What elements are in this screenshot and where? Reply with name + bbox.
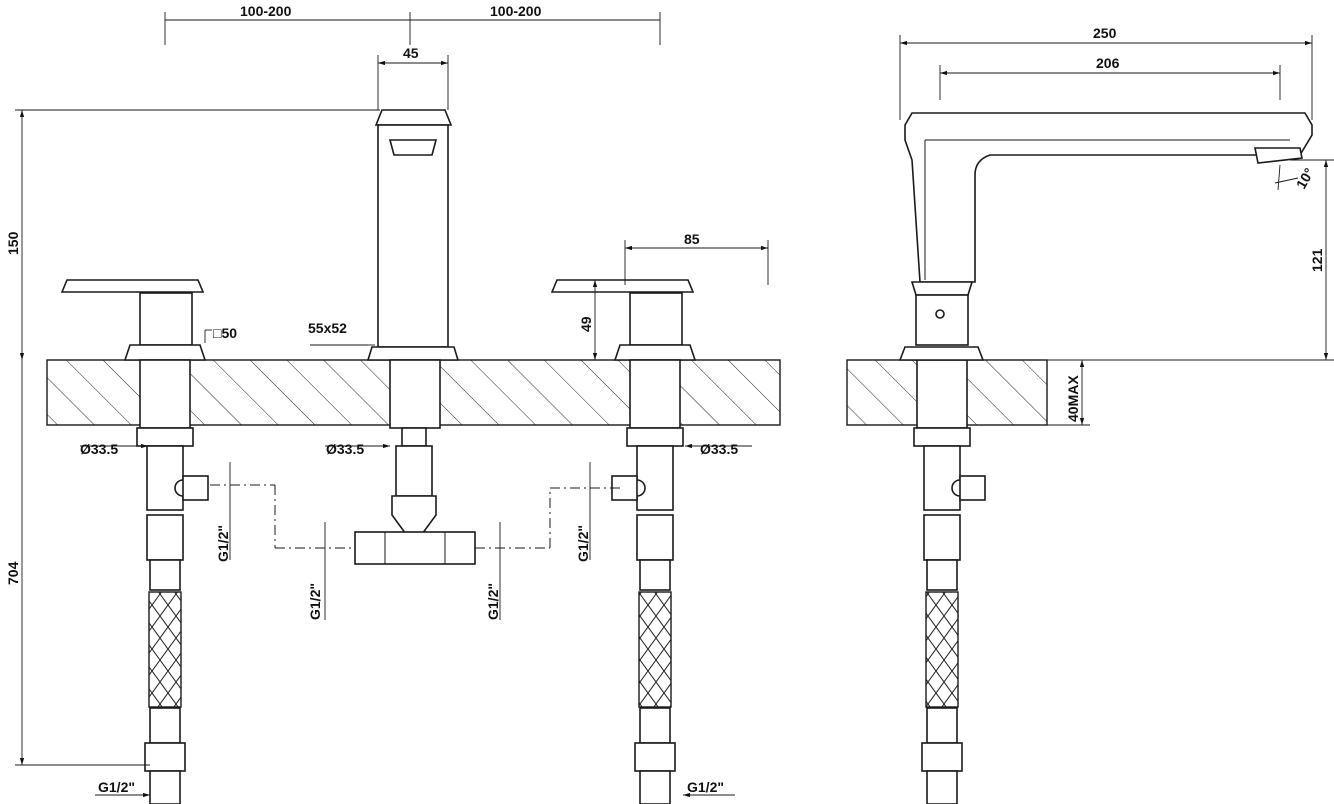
left-valve-handle xyxy=(60,279,205,293)
side-valve-shank xyxy=(916,359,968,429)
valve-assemblies xyxy=(60,279,986,804)
left-valve-end-tube xyxy=(149,770,181,804)
dim-outlet-angle: 10° xyxy=(1293,165,1317,191)
thread-hose-left: G1/2" xyxy=(98,779,135,795)
side-valve-body xyxy=(923,445,961,511)
dim-hose-length: 704 xyxy=(5,561,21,585)
left-valve-base xyxy=(123,344,207,361)
right-valve-stem xyxy=(629,292,683,346)
side-valve-outlet xyxy=(959,475,986,501)
dim-spout-height: 150 xyxy=(5,231,21,255)
thread-right-valve: G1/2" xyxy=(575,525,591,562)
dim-right-spacing: 100-200 xyxy=(490,3,542,19)
dim-shank-right: Ø33.5 xyxy=(700,441,738,457)
dim-max-thickness: 40MAX xyxy=(1065,375,1081,422)
right-valve-hose-nut xyxy=(639,559,671,591)
left-valve-nut xyxy=(136,427,194,447)
dim-spout-base: 55x52 xyxy=(308,320,347,336)
side-valve-end-nut xyxy=(921,742,963,772)
side-valve-hose-ferrule xyxy=(926,707,958,744)
right-valve-hose-ferrule xyxy=(639,707,671,744)
right-valve-end-tube xyxy=(639,770,671,804)
left-valve-body xyxy=(146,445,184,511)
thread-tee-right: G1/2" xyxy=(485,583,501,620)
right-valve-end-nut xyxy=(634,742,676,772)
faucet-side-view xyxy=(898,112,1313,361)
right-valve-connector xyxy=(636,514,674,561)
left-valve-shank xyxy=(139,359,191,429)
thread-hose-right: G1/2" xyxy=(687,779,724,795)
left-valve-hose-nut xyxy=(149,559,181,591)
side-valve-braided-hose xyxy=(925,591,959,708)
dim-handle-width: 85 xyxy=(684,231,700,247)
dim-left-spacing: 100-200 xyxy=(240,3,292,19)
right-valve-handle xyxy=(550,279,695,293)
right-valve-body xyxy=(636,445,674,511)
spout-front xyxy=(354,109,476,565)
side-valve-nut xyxy=(913,427,971,447)
dim-handle-height: 49 xyxy=(578,316,594,332)
dim-spout-width: 45 xyxy=(403,45,419,61)
dim-handle-base: □50 xyxy=(213,325,237,341)
left-valve-connector xyxy=(146,514,184,561)
left-valve-braided-hose xyxy=(148,591,182,708)
right-valve-base xyxy=(613,344,697,361)
left-valve-stem xyxy=(139,292,193,346)
dim-spout-reach: 206 xyxy=(1096,55,1120,71)
dimension-lines xyxy=(15,12,1334,798)
thread-tee-left: G1/2" xyxy=(307,583,323,620)
right-valve-nut xyxy=(626,427,684,447)
right-valve-braided-hose xyxy=(638,591,672,708)
thread-left-valve: G1/2" xyxy=(215,525,231,562)
dim-shank-left: Ø33.5 xyxy=(80,441,118,457)
dim-outlet-height: 121 xyxy=(1309,248,1325,272)
side-valve-hose-nut xyxy=(926,559,958,591)
side-valve-connector xyxy=(923,514,961,561)
left-valve-end-nut xyxy=(144,742,186,772)
dim-shank-center: Ø33.5 xyxy=(326,441,364,457)
right-valve-shank xyxy=(629,359,681,429)
left-valve-outlet xyxy=(182,475,209,501)
dim-total-length: 250 xyxy=(1093,25,1117,41)
left-valve-hose-ferrule xyxy=(149,707,181,744)
side-valve-end-tube xyxy=(926,770,958,804)
